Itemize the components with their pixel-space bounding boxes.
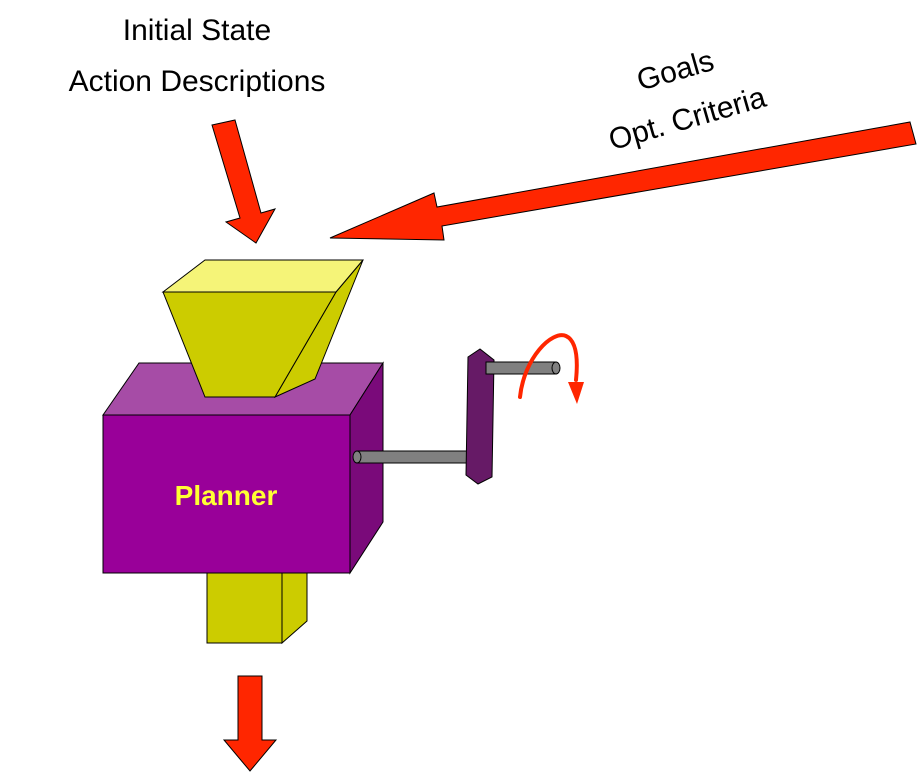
crank-shaft-end (352, 450, 362, 464)
planner-box: Planner (102, 361, 384, 575)
crank (352, 348, 561, 485)
left-input-line2: Action Descriptions (69, 65, 326, 98)
hopper-top (161, 259, 365, 293)
crank-shaft (352, 450, 475, 464)
crank-arm (465, 348, 495, 485)
left-input-line1: Initial State (123, 14, 271, 47)
output-chute-front (206, 564, 283, 644)
planner-box-front (102, 414, 351, 574)
rotation-arrow-head (568, 382, 584, 404)
crank-handle-end (551, 361, 561, 375)
output-arrow (222, 675, 278, 772)
rotation-arrow-arc (518, 333, 579, 399)
crank-handle (485, 361, 561, 375)
right-input-line2: Opt. Criteria (605, 81, 770, 157)
planner-label: Planner (175, 480, 278, 511)
hopper (161, 259, 365, 399)
right-input-label: Goals Opt. Criteria (605, 44, 770, 157)
right-input-arrow (329, 121, 917, 241)
left-input-label: Initial State Action Descriptions (69, 14, 326, 98)
crank-shaft-body (356, 450, 475, 464)
right-input-line1: Goals (633, 44, 717, 97)
crank-handle-body (485, 361, 557, 375)
rotation-arrow (518, 333, 584, 404)
left-input-arrow (211, 119, 277, 244)
